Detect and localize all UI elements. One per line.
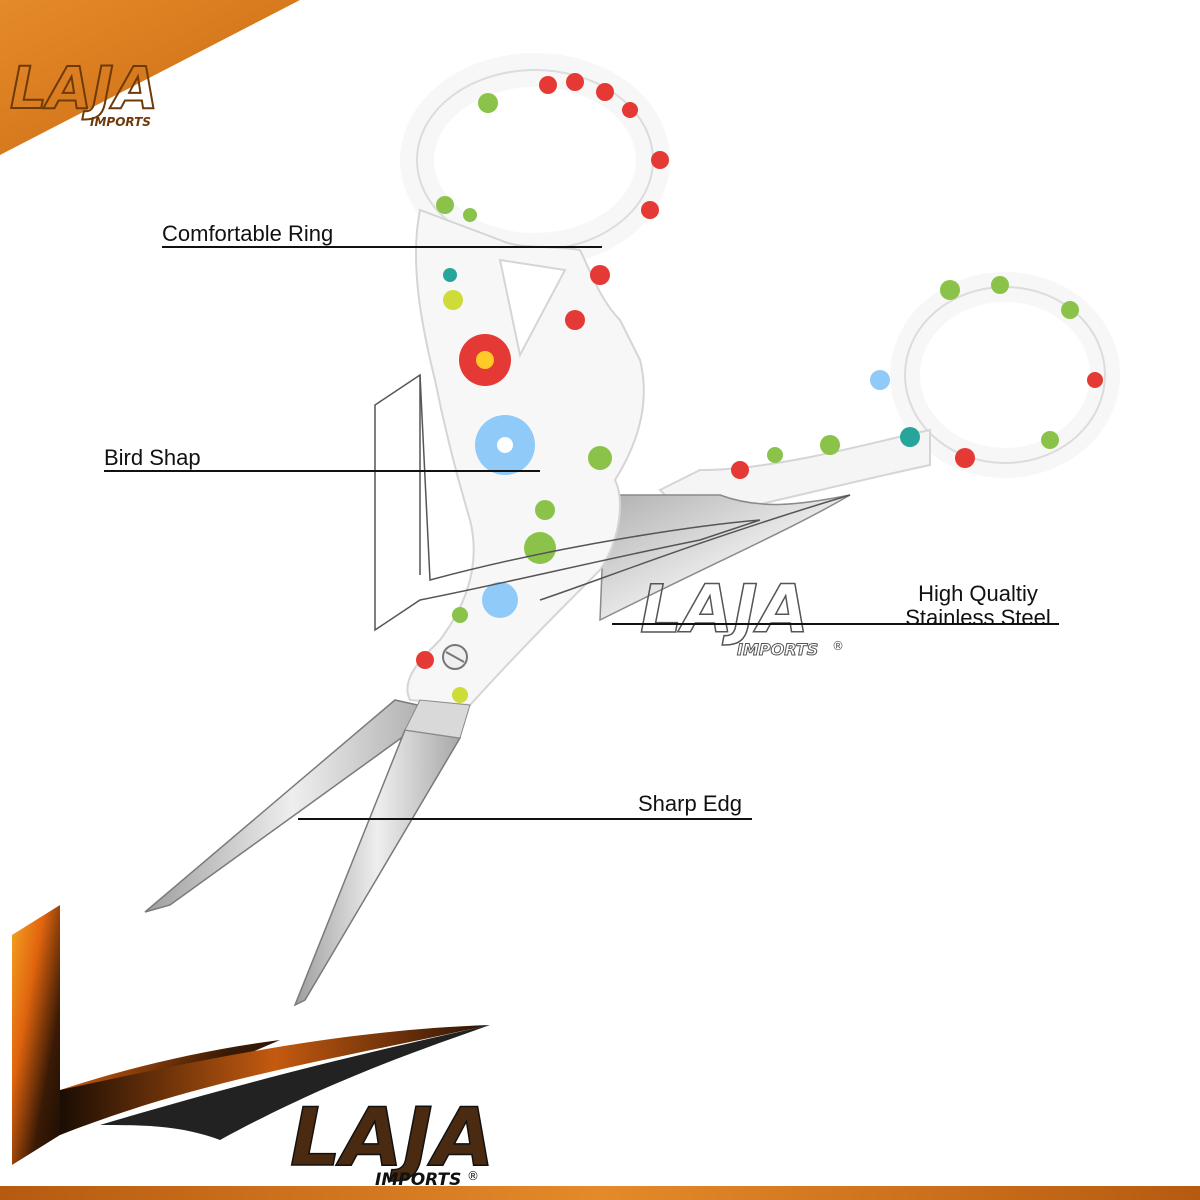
- bottom-logo-sub: IMPORTS: [375, 1170, 461, 1190]
- callout-stainless-steel-line2: Stainless Steel: [905, 605, 1051, 630]
- corner-logo-sub: IMPORTS: [90, 115, 151, 129]
- callout-sharp-edge: Sharp Edg: [638, 791, 742, 816]
- corner-logo-word: LAJA: [10, 54, 158, 122]
- callout-comfortable-ring: Comfortable Ring: [162, 221, 334, 246]
- callout-bird-shape: Bird Shap: [104, 445, 201, 470]
- bottom-logo-word: LAJA: [290, 1091, 495, 1184]
- callout-rule-comfortable-ring: [162, 246, 602, 248]
- callout-rule-sharp-edge: [298, 818, 752, 820]
- callout-stainless-steel: High Qualtiy Stainless Steel: [895, 582, 1061, 630]
- callout-rule-stainless-steel: [612, 623, 1059, 625]
- watermark-sub: IMPORTS: [737, 640, 818, 659]
- stork-beak: [599, 494, 851, 622]
- watermark-registered: ®: [832, 639, 844, 653]
- floral-pattern: [416, 73, 1103, 703]
- corner-banner: LAJA IMPORTS: [0, 0, 300, 155]
- bottom-logo-registered: ®: [467, 1169, 479, 1183]
- callout-stainless-steel-line1: High Qualtiy: [918, 581, 1038, 606]
- callout-rule-bird-shape: [104, 470, 540, 472]
- watermark-word: LAJA: [640, 571, 809, 648]
- bottom-strip: [0, 1186, 1200, 1200]
